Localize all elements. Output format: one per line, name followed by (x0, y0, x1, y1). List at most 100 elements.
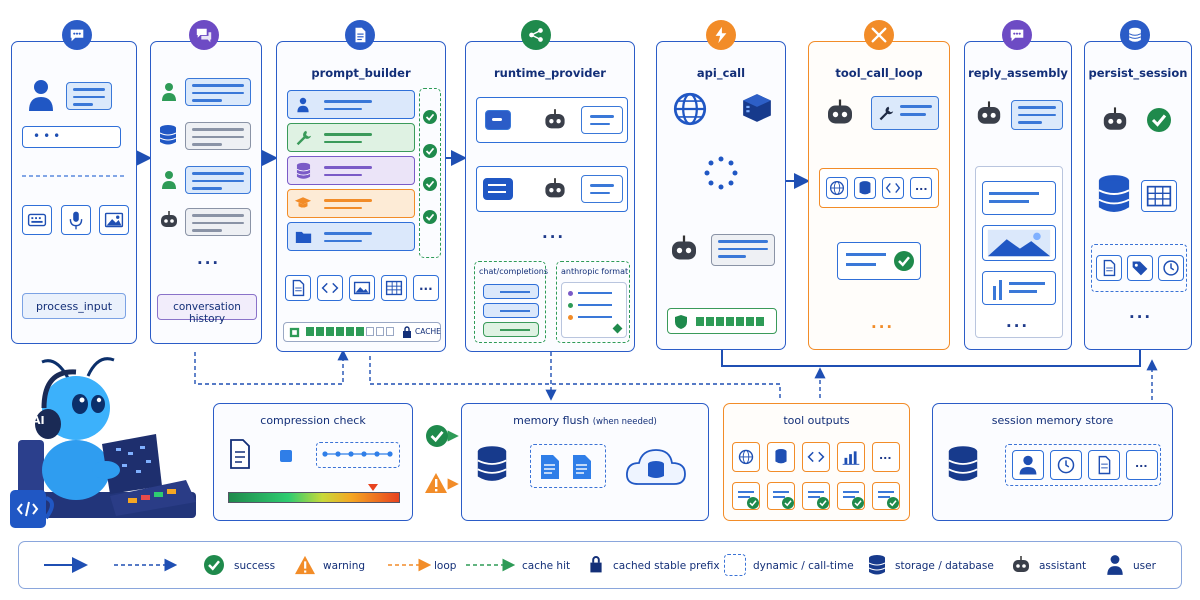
image-icon (349, 275, 375, 301)
prompt-builder-panel[interactable]: prompt_builder ... CACHE (276, 41, 446, 352)
cache-progress-bar: CACHE (283, 322, 441, 342)
tool-outputs-title: tool outputs (783, 414, 850, 427)
api-call-panel[interactable]: api_call (656, 41, 786, 350)
database-icon (296, 162, 311, 180)
session-memory-items: ... (1005, 444, 1161, 486)
prompt-builder-title: prompt_builder (311, 66, 411, 80)
wrench-icon (878, 105, 894, 121)
process-input-panel[interactable]: ••• process_input (11, 41, 137, 344)
legend-cache-hit: cache hit (522, 560, 571, 572)
conversation-history-label: conversation history (173, 301, 241, 325)
token-block (280, 450, 292, 462)
legend-dynamic: dynamic / call-time (753, 560, 854, 572)
more-box: ... (872, 442, 900, 472)
folder-icon (295, 230, 312, 244)
database-icon (947, 444, 979, 484)
database-icon (854, 177, 876, 199)
persist-session-title: persist_session (1088, 66, 1188, 80)
tool-request-bubble (871, 96, 939, 130)
legend-user: user (1133, 560, 1156, 572)
user-icon (296, 97, 310, 113)
document-icon (1088, 450, 1120, 480)
conversation-history-panel[interactable]: ... conversation history (150, 41, 262, 344)
reply-assembly-panel[interactable]: reply_assembly ... (964, 41, 1072, 350)
assistant-robot-icon (975, 100, 1003, 128)
response-placeholder (581, 175, 623, 203)
lock-icon (589, 555, 603, 573)
more-ellipsis: ... (197, 250, 221, 268)
tool-output-item (767, 482, 795, 510)
more-box: ... (910, 177, 932, 199)
assistant-robot-icon (1011, 555, 1031, 575)
tool-call-loop-title: tool_call_loop (835, 66, 923, 80)
tool-output-item (837, 482, 865, 510)
more-ellipsis: ... (879, 449, 892, 462)
document-icon (571, 453, 593, 481)
user-icon (1106, 554, 1124, 576)
prompt-segment-skills (287, 189, 415, 218)
cache-hit-column (419, 88, 441, 258)
code-icon (802, 442, 830, 472)
chat-icon (1002, 20, 1032, 50)
text-part (982, 181, 1056, 215)
more-ellipsis: ... (542, 224, 566, 242)
compression-check-title: compression check (260, 414, 366, 427)
format-anthropic-label: anthropic format (561, 267, 629, 276)
context-usage-marker (368, 484, 378, 491)
tag-icon (1127, 255, 1153, 281)
provider-route-a (476, 97, 628, 143)
process-input-label: process_input (35, 300, 113, 313)
tool-outputs-panel[interactable]: tool outputs ... (723, 403, 910, 521)
database-icon (1097, 172, 1131, 216)
database-icon (767, 442, 795, 472)
history-bubble (185, 122, 251, 150)
legend-cached-stable-prefix: cached stable prefix (613, 560, 720, 572)
persist-session-panel[interactable]: persist_session ... (1084, 41, 1192, 350)
session-memory-store-panel[interactable]: session memory store ... (932, 403, 1173, 521)
input-field[interactable]: ••• (22, 126, 121, 148)
database-icon (476, 444, 508, 484)
memory-flush-panel[interactable]: memory flush (when needed) (461, 403, 709, 521)
lock-icon (402, 326, 412, 338)
legend-assistant: assistant (1039, 560, 1087, 572)
code-icon (317, 275, 343, 301)
reply-parts-stack: ... (975, 166, 1063, 338)
runtime-provider-panel[interactable]: runtime_provider ... chat/completions an… (465, 41, 635, 352)
tool-call-loop-panel[interactable]: tool_call_loop ... ... (808, 41, 950, 350)
document-icon (1096, 255, 1122, 281)
tool-options-row: ... (819, 168, 939, 208)
prompt-segment-user (287, 90, 415, 119)
prompt-segment-memory (287, 156, 415, 185)
tool-output-item (732, 482, 760, 510)
context-usage-gradient-bar (228, 492, 400, 503)
assistant-robot-icon (825, 98, 855, 128)
microphone-icon (61, 205, 91, 235)
mascot-badge: AI (32, 414, 45, 427)
success-check-icon (887, 497, 899, 509)
format-chat-completions-label: chat/completions (479, 267, 549, 276)
success-check-icon (782, 497, 794, 509)
cloud-storage-icon (624, 444, 688, 488)
chart-part (982, 271, 1056, 305)
globe-icon (826, 177, 848, 199)
compression-check-panel[interactable]: compression check (213, 403, 413, 521)
response-placeholder (581, 106, 623, 134)
graduation-cap-icon (294, 196, 312, 211)
secure-progress-bar (667, 308, 777, 334)
assistant-robot-icon (669, 234, 699, 264)
more-box: ... (1126, 450, 1158, 480)
tools-icon (864, 20, 894, 50)
assistant-robot-icon (543, 177, 567, 201)
document-icon (539, 453, 561, 481)
more-ellipsis: ... (871, 314, 895, 332)
database-icon (159, 124, 177, 146)
success-check-icon (1147, 108, 1171, 132)
prompt-segment-files (287, 222, 415, 251)
assistant-message-bubble (185, 208, 251, 236)
success-check-icon (852, 497, 864, 509)
more-ellipsis: ... (1135, 457, 1148, 470)
globe-icon (673, 92, 707, 126)
success-check-icon (423, 144, 437, 158)
clock-icon (1158, 255, 1184, 281)
memory-flush-label: memory flush (513, 414, 590, 427)
